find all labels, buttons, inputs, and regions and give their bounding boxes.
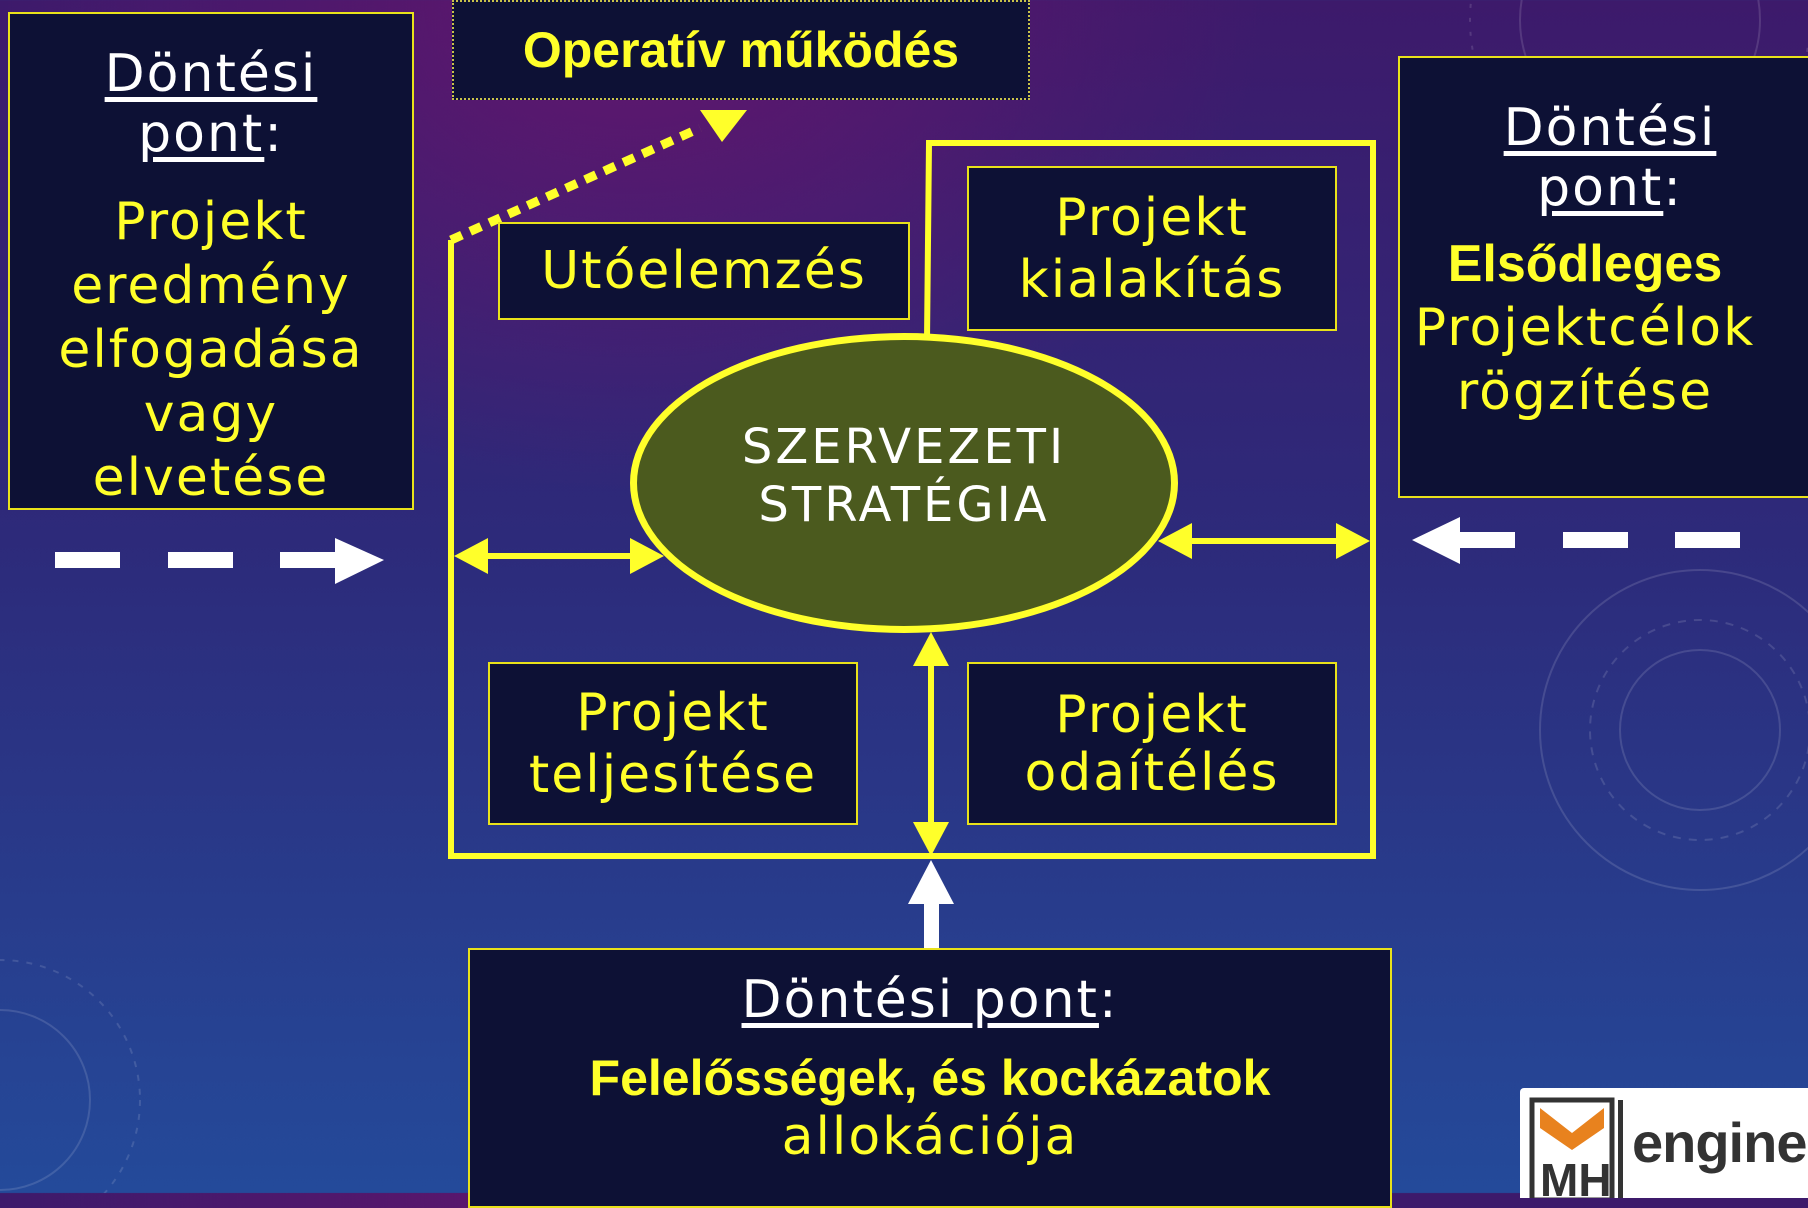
operational-box: Operatív működés: [452, 0, 1030, 100]
left-arrowhead-out: [454, 538, 488, 574]
bottom-decision-bold: Felelősségek, és kockázatok: [589, 1050, 1271, 1106]
operational-dotted-arrow: [449, 123, 702, 245]
frame-left-line: [448, 140, 1376, 859]
phase-post-analysis: Utóelemzés: [498, 222, 910, 320]
operational-label: Operatív működés: [522, 22, 960, 78]
right-decision-heading: Döntési pont:: [1503, 98, 1717, 218]
right-decision-box: Döntési pont: Elsődleges Projektcélok rö…: [1398, 56, 1808, 498]
strategy-ellipse: SZERVEZETI STRATÉGIA: [630, 333, 1178, 633]
left-arrowhead-in: [630, 538, 664, 574]
right-arrowhead-in: [1158, 523, 1192, 559]
strategy-line-1: SZERVEZETI: [741, 419, 1067, 475]
mh-logo-mark: MH: [1529, 1097, 1623, 1198]
company-logo: MH engineer: [1520, 1088, 1808, 1198]
bottom-decision-box: Döntési pont: Felelősségek, és kockázato…: [468, 948, 1392, 1208]
phase-execution: Projekt teljesítése: [488, 662, 858, 825]
bottom-white-arrowhead: [908, 860, 954, 904]
svg-text:MH: MH: [1540, 1154, 1612, 1198]
operational-arrowhead: [700, 110, 747, 142]
right-dashed-arrow: [1412, 517, 1740, 564]
right-decision-text: Elsődleges Projektcélok rögzítése: [1414, 235, 1756, 422]
left-decision-heading: Döntési pont:: [104, 44, 318, 164]
strategy-line-2: STRATÉGIA: [758, 477, 1050, 533]
vertical-arrowhead-down: [913, 822, 949, 856]
left-decision-text: Projekt eredmény elfogadása vagy elvetés…: [58, 192, 364, 508]
left-dashed-arrow: [55, 538, 384, 584]
vertical-arrowhead-up: [913, 632, 949, 666]
phase-design: Projekt kialakítás: [967, 166, 1337, 331]
phase-award: Projekt odaítélés: [967, 662, 1337, 825]
left-decision-box: Döntési pont: Projekt eredmény elfogadás…: [8, 12, 414, 510]
logo-text: engineer: [1632, 1111, 1808, 1174]
right-arrowhead-out: [1336, 523, 1370, 559]
bottom-decision-heading: Döntési pont:: [741, 970, 1119, 1030]
bottom-decision-line: allokációja: [781, 1107, 1079, 1167]
